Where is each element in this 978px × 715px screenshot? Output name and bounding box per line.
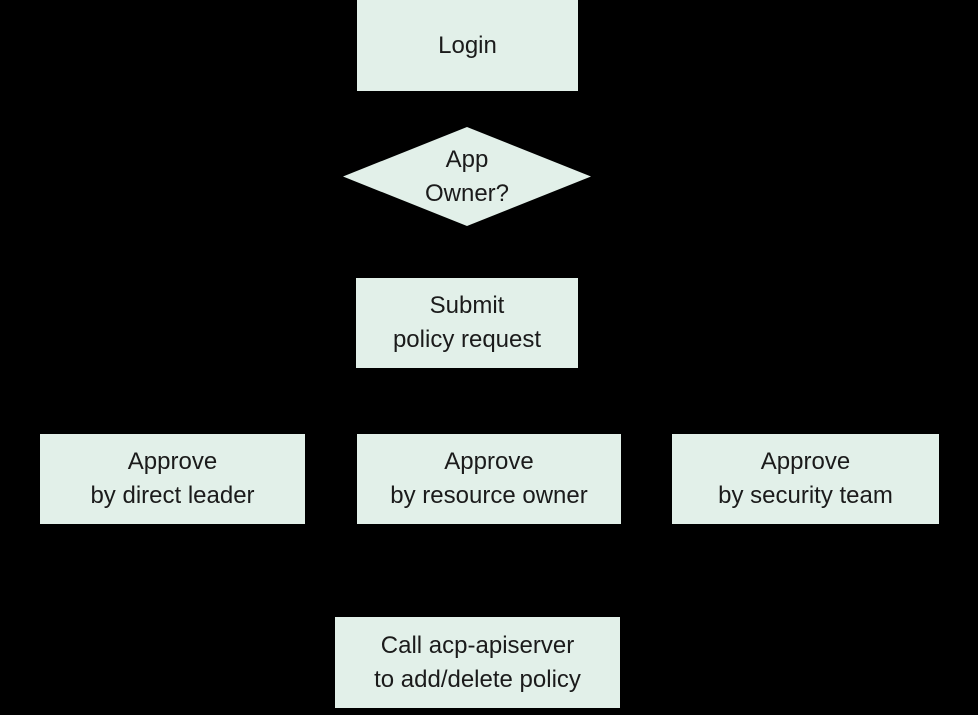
node-label-line: Login	[438, 31, 497, 59]
node-label-line: by direct leader	[90, 482, 255, 509]
flow-node-approve-direct-leader: Approve by direct leader	[40, 434, 305, 524]
flow-node-approve-resource-owner: Approve by resource owner	[357, 434, 621, 524]
node-label-line: to add/delete policy	[374, 665, 581, 693]
node-label-line: App	[445, 145, 489, 173]
node-label-line: Submit	[429, 292, 505, 319]
node-label-line: Approve	[444, 448, 534, 475]
node-label-line: Approve	[127, 448, 218, 475]
node-label-line: by resource owner	[390, 482, 588, 509]
flow-node-approve-security-team: Approve by security team	[672, 434, 939, 524]
node-label-line: by security team	[718, 482, 893, 509]
flow-node-app-owner-decision: App Owner?	[343, 127, 591, 226]
node-label-line: Approve	[760, 448, 851, 475]
flow-node-login: Login	[357, 0, 578, 91]
node-label-line: Owner?	[424, 179, 510, 207]
flow-node-call-acp-apiserver: Call acp-apiserver to add/delete policy	[335, 617, 620, 708]
node-label-line: policy request	[392, 326, 542, 353]
flow-node-submit-policy-request: Submit policy request	[356, 278, 578, 368]
node-label-line: Call acp-apiserver	[380, 631, 575, 659]
